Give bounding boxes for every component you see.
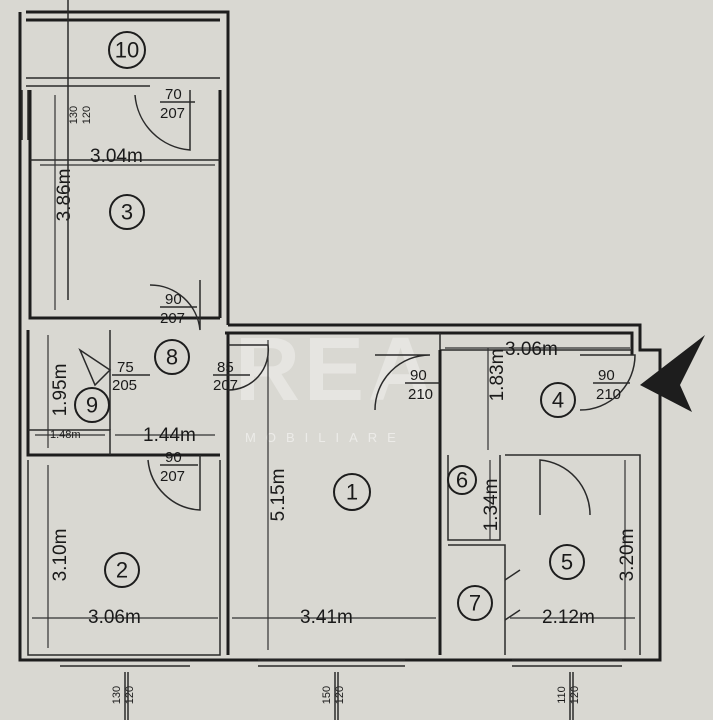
room-6-circle xyxy=(447,465,477,495)
dim-room8-width: 1.44m xyxy=(143,425,196,446)
door-9-height: 205 xyxy=(112,377,137,394)
room-3-circle xyxy=(109,194,145,230)
dim-room2-length: 3.10m xyxy=(50,529,71,582)
room-5-number: 5 xyxy=(561,550,573,575)
room-2-circle xyxy=(104,552,140,588)
window-1-width: 150 xyxy=(321,686,333,704)
door-9-width: 75 xyxy=(117,359,134,376)
door-1b-width: 90 xyxy=(410,367,427,384)
door-2-height: 207 xyxy=(160,468,185,485)
door-10-height: 207 xyxy=(160,105,185,122)
room-7-circle xyxy=(457,585,493,621)
room-7-number: 7 xyxy=(469,591,481,616)
entrance-door-width: 90 xyxy=(598,367,615,384)
door-3-height: 207 xyxy=(160,310,185,327)
exterior-walls xyxy=(18,10,662,662)
window-5-height: 120 xyxy=(569,686,581,704)
dimension-lines xyxy=(32,95,635,650)
dim-room3-length: 3.86m xyxy=(54,169,75,222)
door-labels: 70 207 90 207 75 205 85 207 90 207 90 21… xyxy=(112,86,630,485)
window-labels: 130 120 130 120 150 120 110 120 xyxy=(67,0,581,720)
room-labels: 10 3 8 9 2 1 4 6 5 7 xyxy=(74,31,585,621)
dim-room4-length: 1.83m xyxy=(487,349,508,402)
window-2-width: 130 xyxy=(111,686,123,704)
interior-walls xyxy=(26,330,641,656)
room-3-number: 3 xyxy=(121,200,133,225)
dim-room9-width: 1.48m xyxy=(50,429,81,441)
window-2-height: 120 xyxy=(124,686,136,704)
entrance-door-height: 210 xyxy=(596,386,621,403)
dim-room1-length: 5.15m xyxy=(268,469,289,522)
dim-room5-length: 3.20m xyxy=(617,529,638,582)
watermark-subtext: MOBILIARE xyxy=(245,430,406,445)
dim-room1-width: 3.41m xyxy=(300,607,353,628)
room-1-number: 1 xyxy=(346,480,358,505)
door-swings xyxy=(78,90,636,621)
door-3-width: 90 xyxy=(165,291,182,308)
room-9-circle xyxy=(74,387,110,423)
room-8-circle xyxy=(154,339,190,375)
room-8-number: 8 xyxy=(166,345,178,370)
room-10-number: 10 xyxy=(115,38,139,63)
windows xyxy=(21,90,622,667)
room-4-circle xyxy=(540,382,576,418)
room-9-number: 9 xyxy=(86,393,98,418)
door-2-width: 90 xyxy=(165,449,182,466)
dim-room5-width: 2.12m xyxy=(542,607,595,628)
room-1-circle xyxy=(333,473,371,511)
window-1-height: 120 xyxy=(334,686,346,704)
window-5-width: 110 xyxy=(556,686,568,704)
door-1b-height: 210 xyxy=(408,386,433,403)
room-6-number: 6 xyxy=(456,468,468,493)
door-1-height: 207 xyxy=(213,377,238,394)
dim-room6-length: 1.34m xyxy=(481,479,502,532)
watermark-logo: REA xyxy=(235,320,437,420)
dimension-labels: 3.04m 3.86m 1.95m 1.48m 1.44m 3.10m 3.06… xyxy=(50,146,638,628)
door-10-width: 70 xyxy=(165,86,182,103)
room-5-circle xyxy=(549,544,585,580)
room-2-number: 2 xyxy=(116,558,128,583)
dim-room3-width: 3.04m xyxy=(90,146,143,167)
window-3-width: 130 xyxy=(68,106,80,124)
window-3-height: 120 xyxy=(81,106,93,124)
dim-room4-width: 3.06m xyxy=(505,339,558,360)
entrance-arrow-icon xyxy=(640,335,705,412)
door-1-width: 85 xyxy=(217,359,234,376)
dim-room2-width: 3.06m xyxy=(88,607,141,628)
dim-room9-length: 1.95m xyxy=(50,364,71,417)
room-10-circle xyxy=(108,31,146,69)
room-4-number: 4 xyxy=(552,388,564,413)
